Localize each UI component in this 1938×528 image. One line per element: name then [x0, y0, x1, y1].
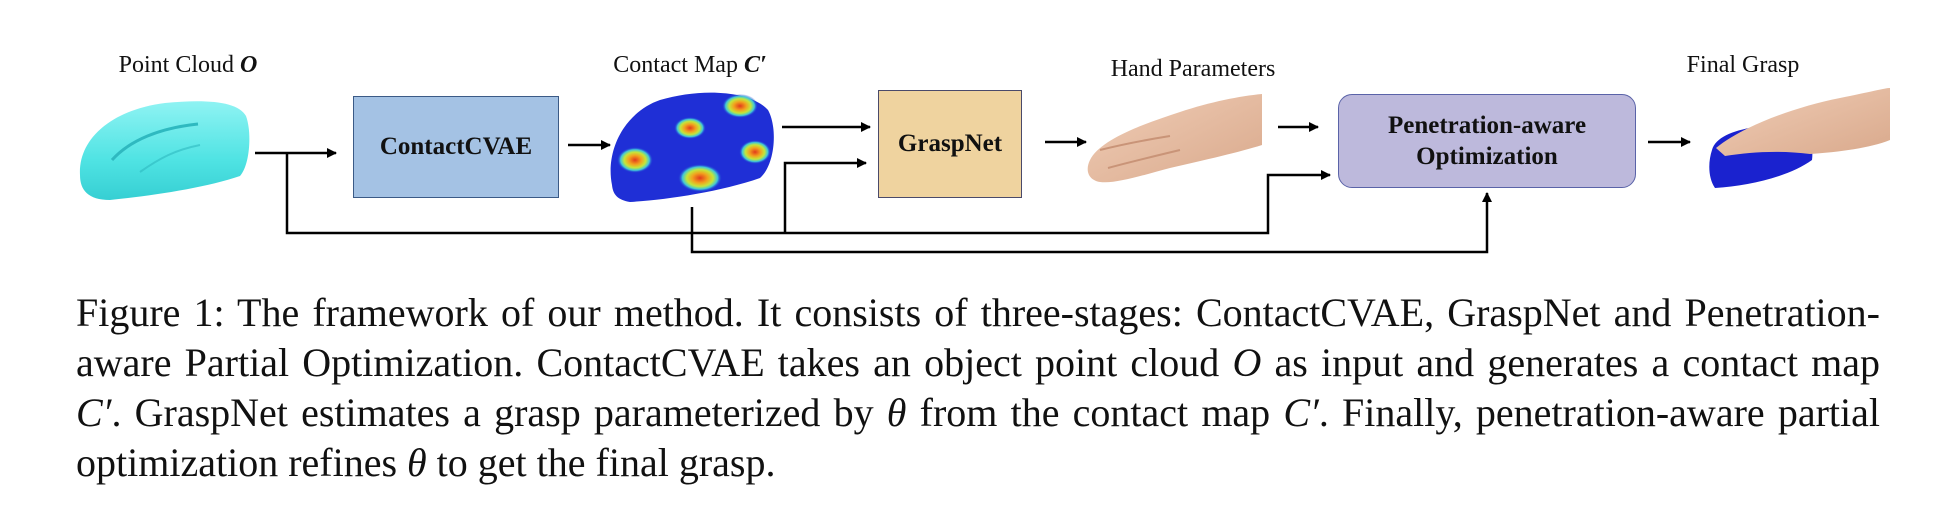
figure-caption: Figure 1: The framework of our method. I…: [76, 290, 1880, 485]
hand-parameters-label: Hand Parameters: [1110, 56, 1276, 82]
arrow-pointcloud-to-graspnet: [783, 158, 867, 233]
contact-map-text: Contact Map: [613, 52, 738, 78]
arrow-pointcloud-skip: [285, 153, 1331, 235]
point-cloud-text: Point Cloud: [118, 52, 235, 78]
hand-shape: [1087, 94, 1262, 183]
contact-map-symbol: C′: [743, 52, 767, 78]
optimization-line2: Optimization: [1416, 143, 1558, 170]
graspnet-box: GraspNet: [878, 90, 1022, 198]
point-cloud-object: [79, 101, 250, 200]
penetration-optimization-box: Penetration-aware Optimization: [1338, 94, 1636, 188]
contact-map-label: Contact Map C′: [613, 52, 766, 79]
point-cloud-symbol: O: [240, 52, 258, 78]
point-cloud-label: Point Cloud O: [119, 52, 258, 79]
contact-map-object: [610, 92, 774, 202]
final-grasp-label: Final Grasp: [1686, 52, 1800, 78]
arrow-contactmap-to-optimization: [690, 192, 1492, 254]
optimization-line1: Penetration-aware: [1387, 111, 1587, 139]
final-grasp-shape: [1709, 88, 1890, 188]
contact-cvae-box: ContactCVAE: [353, 96, 559, 198]
